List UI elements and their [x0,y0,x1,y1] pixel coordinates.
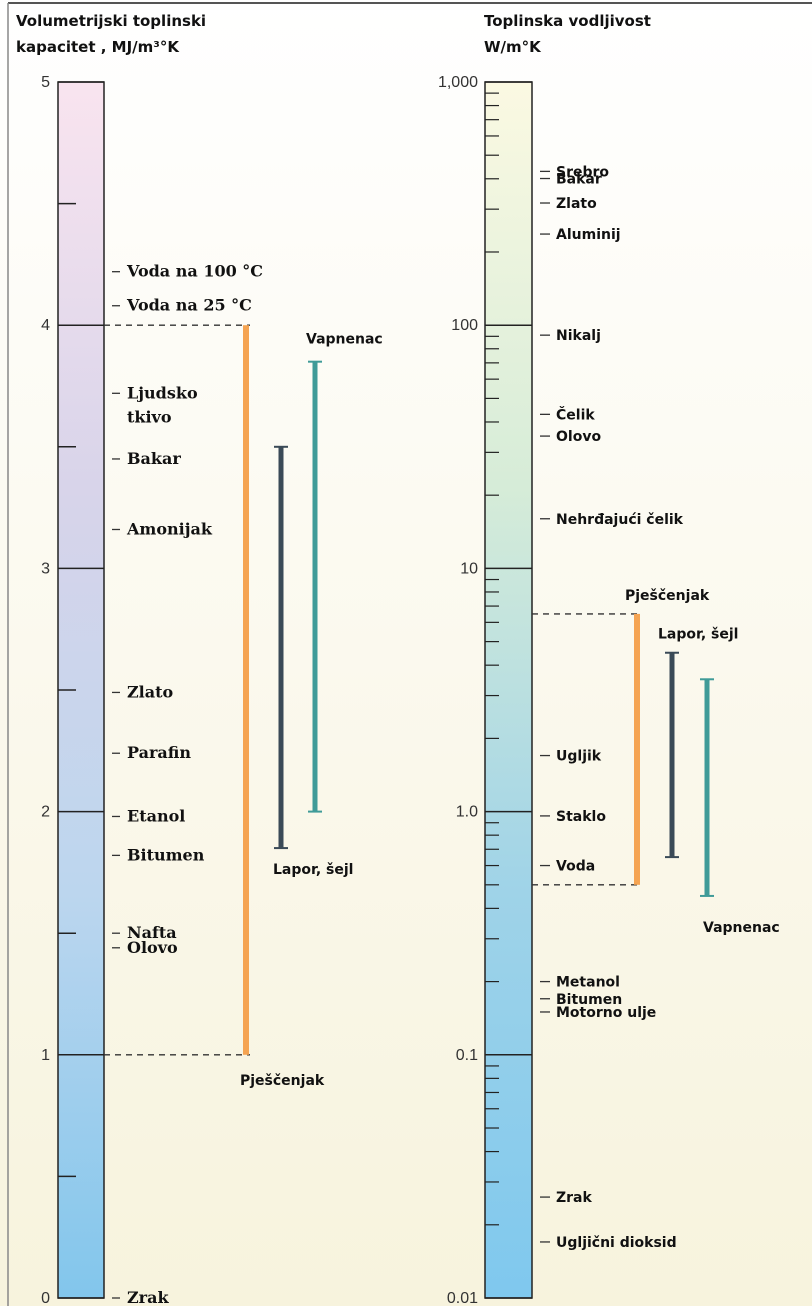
material-label: Staklo [556,809,606,825]
material-label: Zlato [127,682,174,701]
thermal-conductivity-ticks: 0.01 0.1 1.0 10 100 1,000 [438,74,532,1306]
range-label: Pješčenjak [625,588,710,604]
range-label: Lapor, šejl [273,862,353,878]
heat-capacity-guides [104,324,250,1056]
heat-capacity-panel: Volumetrijski toplinski kapacitet , MJ/m… [16,12,383,1306]
tick-label: 10 [460,560,478,577]
range-bar [704,679,710,896]
material-label: Nikalj [556,328,601,344]
material-label: Metanol [556,975,620,991]
material-label: Parafin [127,743,191,762]
heat-capacity-title-line1: Volumetrijski toplinski [16,12,206,30]
material-label: Voda [556,859,595,875]
material-label: Nehrđajući čelik [556,512,684,528]
material-label: Olovo [556,429,601,445]
range-bar [312,361,318,812]
tick-label: 1 [41,1047,50,1064]
range-label: Vapnenac [703,920,780,936]
tick-label: 0.01 [447,1290,478,1306]
thermal-conductivity-guides [532,613,640,886]
material-label: Ugljik [556,749,602,765]
material-label: Ljudsko [127,383,198,402]
material-label: Bitumen [556,992,622,1008]
tick-label: 100 [451,317,478,334]
range-bar [669,652,675,858]
thermal-conductivity-panel: Toplinska vodljivost W/m°K 0.01 0.1 1.0 10 1… [438,12,780,1306]
range-label: Pješčenjak [240,1073,325,1089]
heat-capacity-ranges: Pješčenjak Lapor, šejl Vapnenac [240,325,383,1089]
material-label: Aluminij [556,227,621,243]
material-label: Ugljični dioksid [556,1235,677,1251]
material-label: Amonijak [126,519,213,538]
material-label: Čelik [556,405,595,423]
material-label: Bakar [127,449,181,468]
tick-label: 0.1 [456,1047,478,1064]
tick-label: 3 [41,560,50,577]
heat-capacity-ticks: 0 1 2 3 4 5 [41,74,104,1306]
thermal-conductivity-materials: SrebroBakarZlatoAluminijNikaljČelikOlovo… [540,164,684,1251]
material-label: Voda na 25 °C [126,296,252,315]
material-label: Voda na 100 °C [126,262,263,281]
material-label: Nafta [127,923,177,942]
heat-capacity-materials: Voda na 100 °C Voda na 25 °C Ljudsko tkivoB… [112,262,263,1306]
material-label: Motorno ulje [556,1005,656,1021]
range-label: Vapnenac [306,332,383,348]
tick-label: 1,000 [438,74,478,91]
range-label: Lapor, šejl [658,627,738,643]
tick-label: 1.0 [456,804,478,821]
range-bar [634,613,640,885]
material-label: Olovo [127,938,178,957]
material-label-line2: tkivo [127,407,172,426]
material-label: Bitumen [127,845,205,864]
material-label: Srebro [556,164,609,180]
material-label: Zrak [127,1288,169,1306]
thermal-conductivity-scale-bar [484,81,533,1299]
range-bar [278,446,284,849]
tick-label: 4 [41,317,50,334]
range-bar [243,325,249,1055]
material-label: Zrak [556,1190,593,1206]
tick-label: 2 [41,804,50,821]
material-label: Etanol [127,806,185,825]
material-label: Zlato [556,196,597,212]
heat-capacity-title-line2: kapacitet , MJ/m³°K [16,38,180,56]
thermal-conductivity-title-line1: Toplinska vodljivost [484,12,651,30]
tick-label: 5 [41,74,50,91]
thermal-conductivity-title-line2: W/m°K [484,38,542,56]
material-label: Bakar [556,172,602,188]
tick-label: 0 [41,1290,50,1306]
